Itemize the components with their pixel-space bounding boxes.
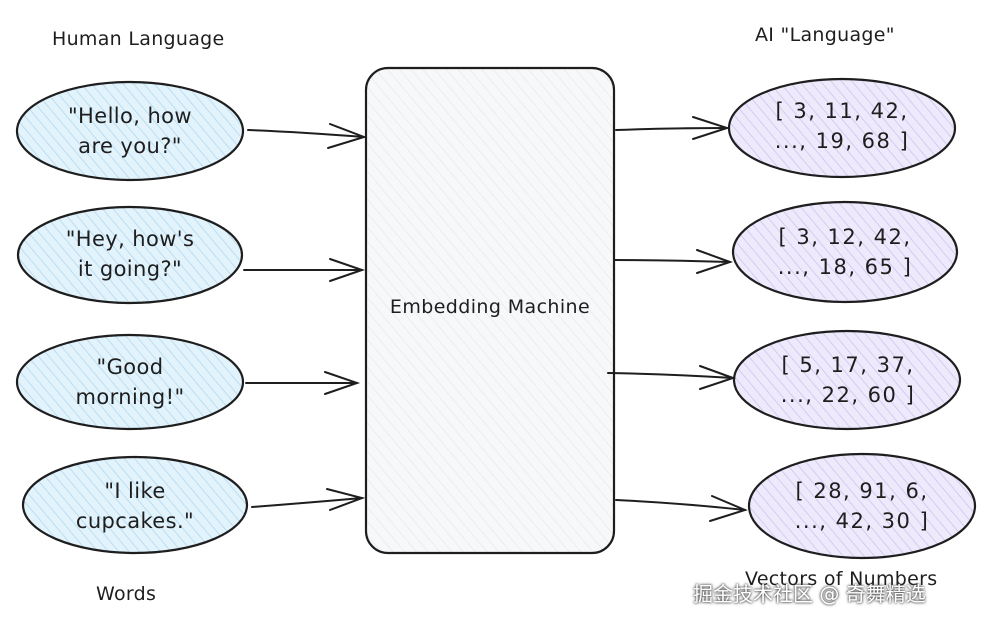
output-text-2-line1: [ 3, 12, 42, — [778, 225, 912, 249]
input-node-2 — [16, 205, 244, 305]
input-text-4-line1: "I like — [104, 479, 166, 503]
output-node-3 — [732, 329, 962, 431]
output-text-1-line2: ..., 19, 68 ] — [774, 129, 910, 153]
output-text-1-line1: [ 3, 11, 42, — [775, 99, 909, 123]
input-text-2-line2: it going?" — [77, 257, 183, 281]
output-node-2 — [731, 200, 959, 304]
ai-language-heading: AI "Language" — [755, 24, 895, 46]
input-text-3: "Good morning!" — [32, 352, 228, 412]
output-text-3-line1: [ 5, 17, 37, — [781, 353, 915, 377]
input-text-2-line1: "Hey, how's — [65, 227, 195, 251]
output-text-2-line2: ..., 18, 65 ] — [777, 255, 913, 279]
input-text-3-line1: "Good — [96, 355, 164, 379]
arrow-input-1 — [247, 123, 368, 149]
output-text-2: [ 3, 12, 42, ..., 18, 65 ] — [745, 222, 945, 282]
watermark: 掘金技术社区 @ 奇舞精选 — [693, 582, 926, 606]
input-text-2: "Hey, how's it going?" — [32, 224, 228, 284]
output-text-1: [ 3, 11, 42, ..., 19, 68 ] — [742, 96, 942, 156]
input-node-1 — [15, 80, 245, 182]
arrow-input-3 — [245, 371, 361, 395]
input-text-1: "Hello, how are you?" — [32, 101, 228, 161]
output-text-3-line2: ..., 22, 60 ] — [780, 383, 916, 407]
input-text-4: "I like cupcakes." — [37, 476, 233, 536]
output-node-4 — [747, 452, 977, 560]
output-text-4-line2: ..., 42, 30 ] — [794, 509, 930, 533]
human-language-heading: Human Language — [52, 28, 225, 50]
embedding-machine-label: Embedding Machine — [389, 296, 591, 318]
arrow-input-2 — [243, 258, 366, 282]
arrow-output-4 — [615, 495, 748, 522]
input-text-4-line2: cupcakes." — [75, 509, 195, 533]
output-text-3: [ 5, 17, 37, ..., 22, 60 ] — [748, 350, 948, 410]
embedding-machine-box — [364, 66, 616, 555]
arrow-output-1 — [615, 116, 731, 140]
arrow-input-4 — [251, 488, 366, 511]
output-text-4: [ 28, 91, 6, ..., 42, 30 ] — [762, 476, 962, 536]
output-text-4-line1: [ 28, 91, 6, — [795, 479, 929, 503]
input-node-4 — [21, 455, 249, 555]
vectors-caption: Vectors of Numbers — [745, 568, 938, 590]
arrow-output-3 — [607, 365, 737, 390]
input-node-3 — [15, 333, 245, 431]
input-text-3-line2: morning!" — [75, 385, 185, 409]
arrow-output-2 — [613, 249, 734, 274]
input-text-1-line1: "Hello, how — [68, 104, 192, 128]
input-text-1-line2: are you?" — [78, 134, 182, 158]
words-caption: Words — [96, 583, 157, 605]
